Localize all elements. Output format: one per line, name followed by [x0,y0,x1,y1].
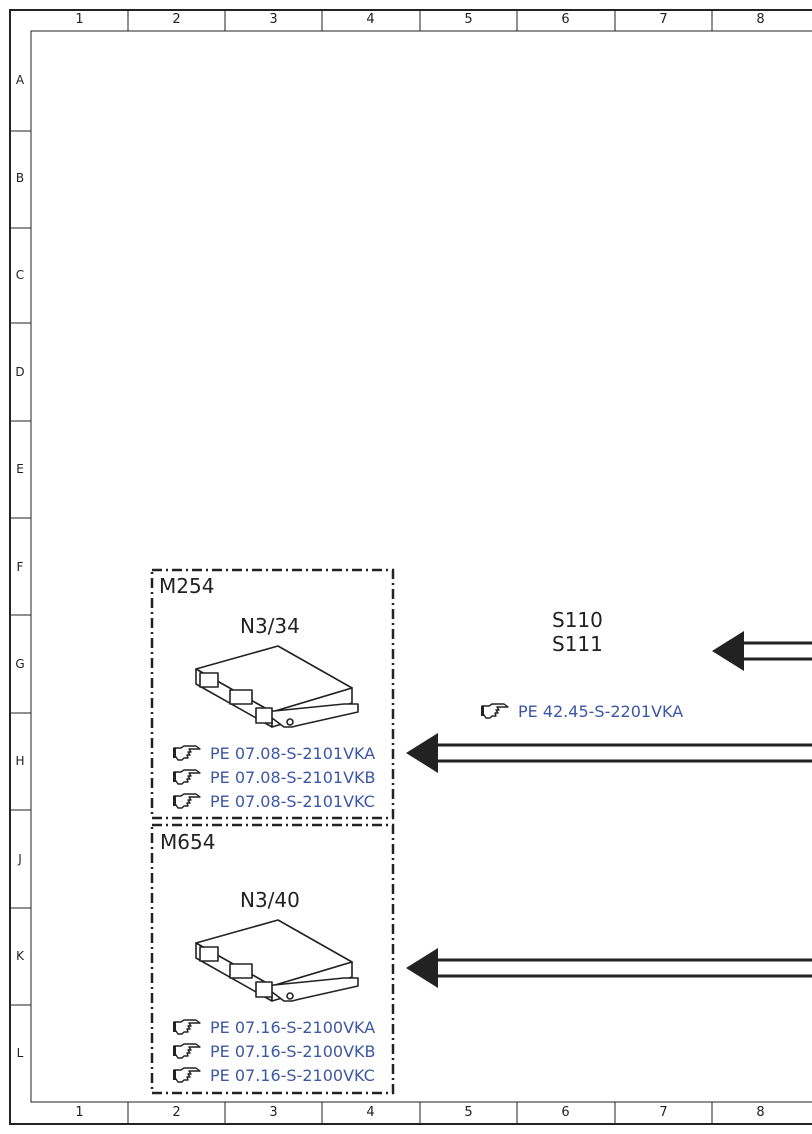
engine-label: M254 [159,574,215,598]
outer-frame [9,9,812,1125]
column-number: 8 [756,12,765,27]
engine-box-m254 [150,568,395,820]
pointing-hand-icon [173,1042,201,1059]
column-dividers [127,10,713,1124]
column-number: 6 [561,1105,570,1120]
signal-arrow [406,733,812,773]
row-letter: J [18,852,22,866]
row-letter: G [15,657,25,671]
column-number: 3 [269,1105,278,1120]
column-number: 5 [464,12,473,27]
row-letter: D [15,365,25,379]
pointing-hand-icon [481,702,509,719]
signal-label: S110 [552,608,603,632]
column-number: 6 [561,12,570,27]
pointing-hand-icon [173,768,201,785]
control-unit-drawing [195,919,359,1002]
reference-link[interactable]: PE 07.16-S-2100VKA [172,1018,375,1037]
row-letter: A [15,73,25,87]
signal-arrow [712,631,812,671]
row-letter: E [16,462,24,476]
column-number: 7 [659,12,668,27]
reference-text: PE 07.16-S-2100VKA [210,1018,376,1037]
engine-box-m654 [150,823,395,1095]
row-letter: H [15,754,25,768]
row-letter: C [15,268,25,282]
signal-label-group: S110 S111 [552,608,603,656]
control-unit-drawing [195,645,359,728]
reference-text: PE 42.45-S-2201VKA [518,702,684,721]
component-label: N3/34 [240,614,300,638]
reference-text: PE 07.08-S-2101VKA [210,744,376,763]
pointing-hand-icon [173,792,201,809]
signal-arrow [406,948,812,988]
pointing-hand-icon [173,744,201,761]
column-number: 1 [75,12,84,27]
reference-link[interactable]: PE 07.16-S-2100VKB [172,1042,375,1061]
reference-text: PE 07.16-S-2100VKB [210,1042,376,1061]
column-number: 3 [269,12,278,27]
row-dividers [10,130,31,1006]
column-number: 5 [464,1105,473,1120]
row-letter: F [16,560,24,574]
pointing-hand-icon [173,1018,201,1035]
column-number: 2 [172,1105,181,1120]
inner-frame [30,30,812,1103]
row-letter: B [15,171,25,185]
column-number: 8 [756,1105,765,1120]
row-letter: K [16,949,24,963]
column-number: 7 [659,1105,668,1120]
reference-text: PE 07.08-S-2101VKC [210,792,375,811]
reference-link[interactable]: PE 07.08-S-2101VKA [172,744,375,763]
component-label: N3/40 [240,888,300,912]
pointing-hand-icon [173,1066,201,1083]
reference-link[interactable]: PE 07.08-S-2101VKB [172,768,375,787]
reference-link[interactable]: PE 07.16-S-2100VKC [172,1066,375,1085]
column-number: 1 [75,1105,84,1120]
row-letter: L [16,1046,24,1060]
reference-text: PE 07.16-S-2100VKC [210,1066,375,1085]
engine-label: M654 [160,830,216,854]
signal-reference-link[interactable]: PE 42.45-S-2201VKA [480,702,683,721]
column-number: 4 [366,1105,375,1120]
reference-link[interactable]: PE 07.08-S-2101VKC [172,792,375,811]
column-number: 2 [172,12,181,27]
signal-label: S111 [552,632,603,656]
reference-text: PE 07.08-S-2101VKB [210,768,376,787]
column-number: 4 [366,12,375,27]
